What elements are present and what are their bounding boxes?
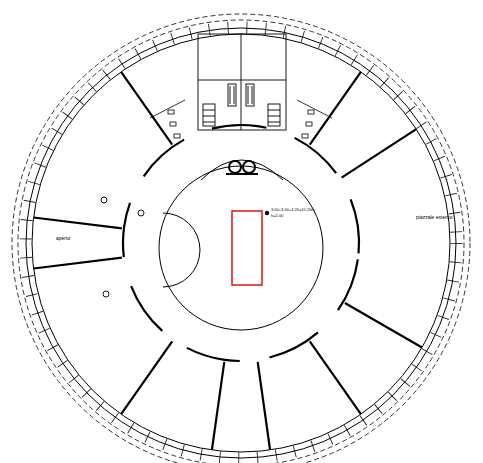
structure-ticks (26, 28, 457, 459)
room-label: aperto (56, 236, 70, 242)
lift-lobby-arc (201, 160, 283, 180)
radial-walls (34, 72, 422, 450)
red-marker (232, 211, 262, 285)
semicircle-recess (163, 213, 200, 287)
dimension-note: h=2.00 (271, 214, 283, 219)
central-hall (159, 166, 323, 330)
facade-ring (32, 34, 450, 452)
partition-arcs (108, 110, 375, 377)
lift-symbol (226, 161, 258, 174)
room-label: piazzale esterno (416, 215, 452, 221)
facade-ring (26, 28, 456, 458)
level-dot (265, 211, 269, 215)
toilet-fixtures (150, 100, 332, 138)
stair-block (198, 34, 286, 130)
outer-dashed-ring (18, 20, 464, 463)
columns (101, 197, 144, 297)
outer-dashed-ring (12, 14, 470, 463)
dimension-note: 3.00+3.00+4.20=10.20m (271, 208, 315, 213)
